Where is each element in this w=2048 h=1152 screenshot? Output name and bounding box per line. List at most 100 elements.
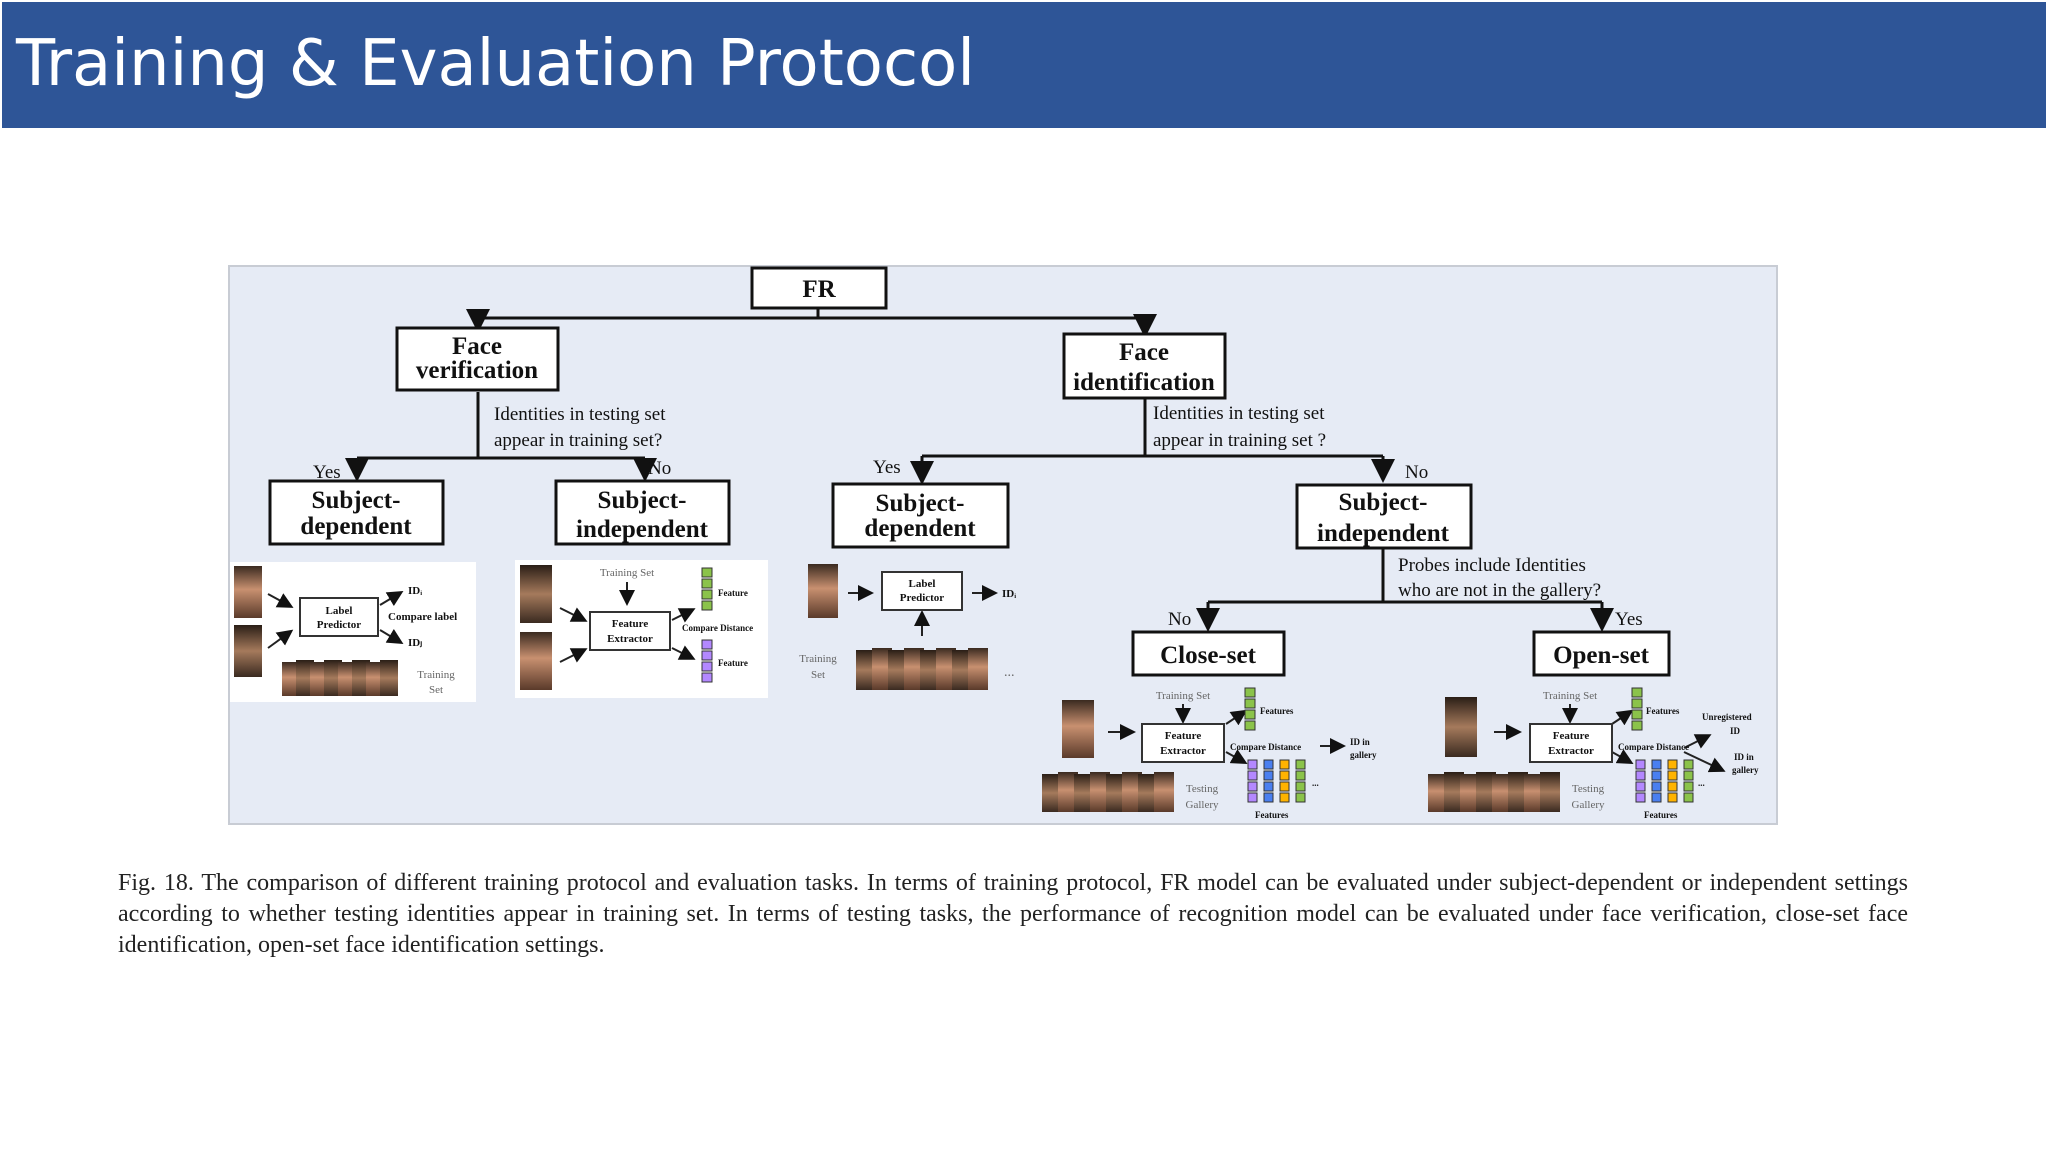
node-boxes [268, 266, 1671, 677]
svg-text:Compare Distance: Compare Distance [1618, 742, 1689, 752]
probe-question-2: who are not in the gallery? [1398, 580, 1601, 601]
no-label-b: No [1405, 462, 1428, 483]
svg-text:Feature: Feature [1553, 730, 1590, 742]
svg-text:Extractor: Extractor [1548, 745, 1594, 757]
svg-text:Extractor: Extractor [607, 633, 653, 645]
illustration-identification-dependent: Label Predictor IDᵢ Training Set ... [799, 560, 1025, 700]
svg-text:gallery: gallery [1350, 750, 1377, 760]
fr-node [750, 266, 888, 310]
svg-text:ID: ID [1730, 726, 1741, 736]
gallery-faces [1042, 772, 1174, 812]
si-label-b-1: Subject- [1339, 489, 1428, 516]
face-photo [520, 565, 552, 623]
yes-label-a: Yes [313, 462, 341, 483]
svg-text:Training Set: Training Set [1543, 690, 1597, 702]
svg-text:Label: Label [909, 578, 936, 590]
no-label-a: No [648, 458, 671, 479]
no-label-c: No [1168, 609, 1191, 630]
svg-text:Set: Set [811, 669, 825, 681]
svg-text:...: ... [1004, 665, 1015, 680]
identification-label-2: identification [1073, 369, 1215, 396]
svg-text:IDⱼ: IDⱼ [408, 637, 422, 649]
subject-dependent-node-b [831, 482, 1010, 549]
question-a-2: appear in training set? [494, 430, 662, 451]
svg-text:Predictor: Predictor [900, 592, 945, 604]
svg-text:Compare label: Compare label [388, 611, 457, 623]
verification-label-1: Face [452, 333, 502, 360]
svg-text:Features: Features [1646, 706, 1680, 716]
svg-text:Features: Features [1644, 810, 1678, 820]
fr-label: FR [802, 276, 836, 303]
face-photo [1445, 697, 1477, 757]
gallery-features [1635, 759, 1694, 803]
sd-label-b-1: Subject- [876, 490, 965, 517]
svg-text:ID in: ID in [1734, 752, 1754, 762]
sd-label-a-1: Subject- [312, 487, 401, 514]
svg-text:Compare Distance: Compare Distance [682, 623, 753, 633]
svg-text:Training: Training [799, 653, 837, 665]
feature-extractor-box [1529, 723, 1613, 763]
feature-vector-green [1631, 687, 1643, 731]
subject-independent-node-a [554, 479, 731, 546]
subject-independent-node-b [1295, 483, 1473, 550]
sd-label-a-2: dependent [300, 513, 412, 540]
open-set-node [1532, 630, 1671, 677]
si-label-b-2: independent [1317, 520, 1450, 547]
svg-text:Compare Distance: Compare Distance [1230, 742, 1301, 752]
illustration-close-set: Training Set Feature Extractor Features [1042, 687, 1377, 820]
svg-text:Feature: Feature [1165, 730, 1202, 742]
svg-text:Label: Label [326, 605, 353, 617]
sd-label-b-2: dependent [864, 515, 976, 542]
svg-text:Training: Training [417, 669, 455, 681]
svg-text:Feature: Feature [612, 618, 649, 630]
svg-text:Training Set: Training Set [600, 567, 654, 579]
label-predictor-box [881, 571, 963, 611]
title-bar: Training & Evaluation Protocol [2, 2, 2046, 128]
label-predictor-box [299, 597, 379, 637]
face-verification-node [395, 326, 560, 392]
subject-dependent-node-a [268, 479, 445, 546]
si-label-a-2: independent [576, 516, 709, 543]
feature-extractor-box [589, 611, 671, 651]
svg-text:Feature: Feature [718, 588, 748, 598]
svg-text:Set: Set [429, 684, 443, 696]
figure-caption: Fig. 18. The comparison of different tra… [118, 870, 1908, 958]
feature-vector-green [1244, 687, 1256, 731]
svg-text:IDᵢ: IDᵢ [1002, 588, 1016, 600]
svg-text:Testing: Testing [1572, 783, 1605, 795]
svg-text:Predictor: Predictor [317, 619, 362, 631]
gallery-faces [1428, 772, 1560, 812]
training-faces [856, 648, 988, 690]
yes-label-b: Yes [873, 457, 901, 478]
svg-text:gallery: gallery [1732, 765, 1759, 775]
close-set-label: Close-set [1160, 642, 1256, 669]
svg-text:Feature: Feature [718, 658, 748, 668]
close-set-node [1131, 630, 1286, 677]
illustration-verification-independent: Training Set Feature Extractor Feature [515, 560, 768, 698]
svg-text:Features: Features [1260, 706, 1294, 716]
probe-question-1: Probes include Identities [1398, 555, 1586, 576]
question-a-1: Identities in testing set [494, 404, 666, 425]
illustration-verification-dependent: Label Predictor IDᵢ Compare label IDⱼ Tr… [230, 562, 476, 702]
face-photo [234, 566, 262, 618]
tree-connectors [345, 308, 1614, 632]
verification-label-2: verification [416, 357, 538, 384]
svg-text:Training Set: Training Set [1156, 690, 1210, 702]
gallery-features [1247, 759, 1306, 803]
svg-text:ID in: ID in [1350, 737, 1370, 747]
svg-text:...: ... [1698, 778, 1705, 788]
si-label-a-1: Subject- [598, 487, 687, 514]
face-photo [1062, 700, 1094, 758]
face-photo [234, 625, 262, 677]
open-set-label: Open-set [1553, 642, 1650, 669]
feature-vector-green [701, 567, 713, 611]
face-photo [808, 564, 838, 618]
identification-label-1: Face [1119, 339, 1169, 366]
svg-text:...: ... [1312, 778, 1319, 788]
svg-text:Testing: Testing [1186, 783, 1219, 795]
svg-text:Unregistered: Unregistered [1702, 712, 1752, 722]
training-faces [282, 660, 398, 696]
feature-extractor-box [1141, 723, 1225, 763]
svg-text:Gallery: Gallery [1186, 799, 1219, 811]
